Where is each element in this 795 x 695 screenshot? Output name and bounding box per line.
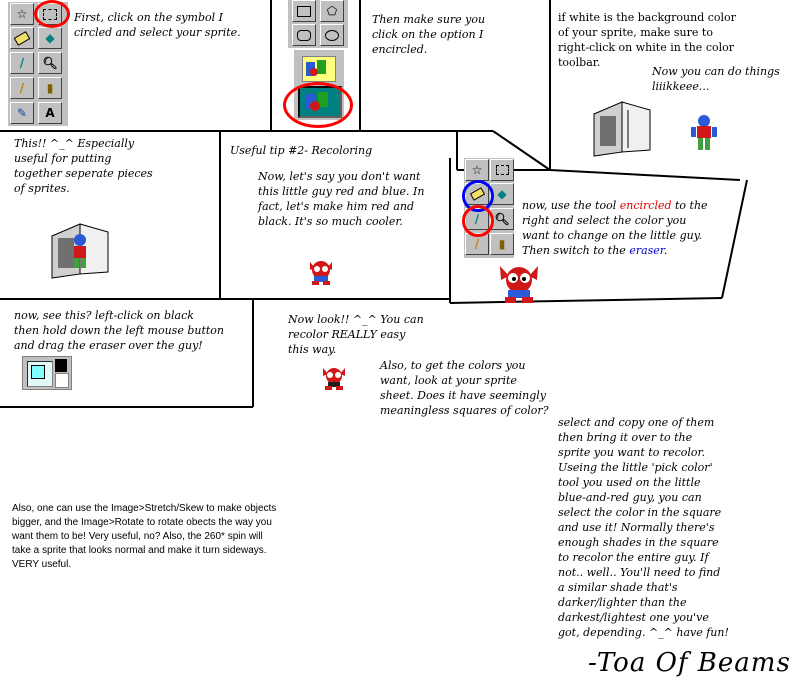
round-rect-option[interactable]	[292, 24, 316, 46]
select-copy-caption: select and copy one of them then bring i…	[558, 416, 729, 639]
this-caption: This!! ^_^ Especially useful for putting…	[14, 137, 153, 195]
eraser-tool[interactable]	[10, 27, 34, 49]
fg-bg-color-box[interactable]	[27, 361, 53, 387]
red-circle-highlight	[34, 0, 70, 28]
free-select-tool[interactable]: ☆	[465, 159, 489, 181]
red-black-guy-sprite	[323, 368, 345, 390]
fridge-with-robot-sprite	[51, 223, 109, 279]
robot-sprite	[691, 115, 717, 150]
tool-instruction: now, use the tool encircled to the right…	[522, 199, 708, 257]
encircled-highlight: encircled	[619, 199, 672, 212]
airbrush-tool[interactable]: ✎	[10, 102, 34, 124]
free-select-tool[interactable]: ☆	[10, 3, 34, 25]
magnifier-tool[interactable]: 🔍︎	[38, 52, 62, 74]
white-color[interactable]	[55, 373, 69, 388]
tip2-title: Useful tip #2- Recoloring	[230, 144, 373, 157]
text-tool[interactable]: A	[38, 102, 62, 124]
option-instruction: Then make sure you click on the option I…	[372, 13, 486, 56]
fill-tool[interactable]: ◆	[38, 27, 62, 49]
ellipse-option[interactable]	[320, 24, 344, 46]
black-color[interactable]	[55, 359, 67, 372]
fridge-sprite	[593, 101, 651, 157]
blue-red-guy-sprite	[310, 261, 332, 285]
stretch-tip: Also, one can use the Image>Stretch/Skew…	[12, 503, 277, 570]
poly-shape-option[interactable]: ⬠	[320, 0, 344, 22]
brush-tool[interactable]: ▮	[490, 233, 514, 255]
white-bg-instruction: if white is the background color of your…	[558, 11, 736, 69]
brush-tool[interactable]: ▮	[38, 77, 62, 99]
eraser-highlight: eraser	[629, 244, 664, 257]
red-circle-highlight	[283, 82, 353, 128]
color-palette-swatch	[22, 356, 72, 390]
rect-select-tool[interactable]	[490, 159, 514, 181]
opaque-option[interactable]	[302, 56, 336, 82]
signature: -Toa Of Beams	[588, 648, 791, 678]
fill-tool[interactable]: ◆	[490, 183, 514, 205]
pencil-tool[interactable]: /	[10, 77, 34, 99]
rect-shape-option[interactable]	[292, 0, 316, 22]
tip2-body: Now, let's say you don't want this littl…	[258, 170, 425, 228]
blue-red-guy-large-sprite	[500, 266, 538, 303]
first-instruction: First, click on the symbol I circled and…	[74, 11, 241, 39]
see-this-instruction: now, see this? left-click on black then …	[14, 309, 225, 352]
now-look-caption: Now look!! ^_^ You can recolor REALLY ea…	[288, 313, 424, 356]
pick-color-tool[interactable]: /	[10, 52, 34, 74]
red-circle-highlight	[462, 205, 494, 237]
now-things-caption: Now you can do things liiikkeee...	[652, 65, 780, 93]
shape-options-toolbar: ⬠	[288, 0, 348, 48]
also-colors-caption: Also, to get the colors you want, look a…	[380, 359, 549, 417]
